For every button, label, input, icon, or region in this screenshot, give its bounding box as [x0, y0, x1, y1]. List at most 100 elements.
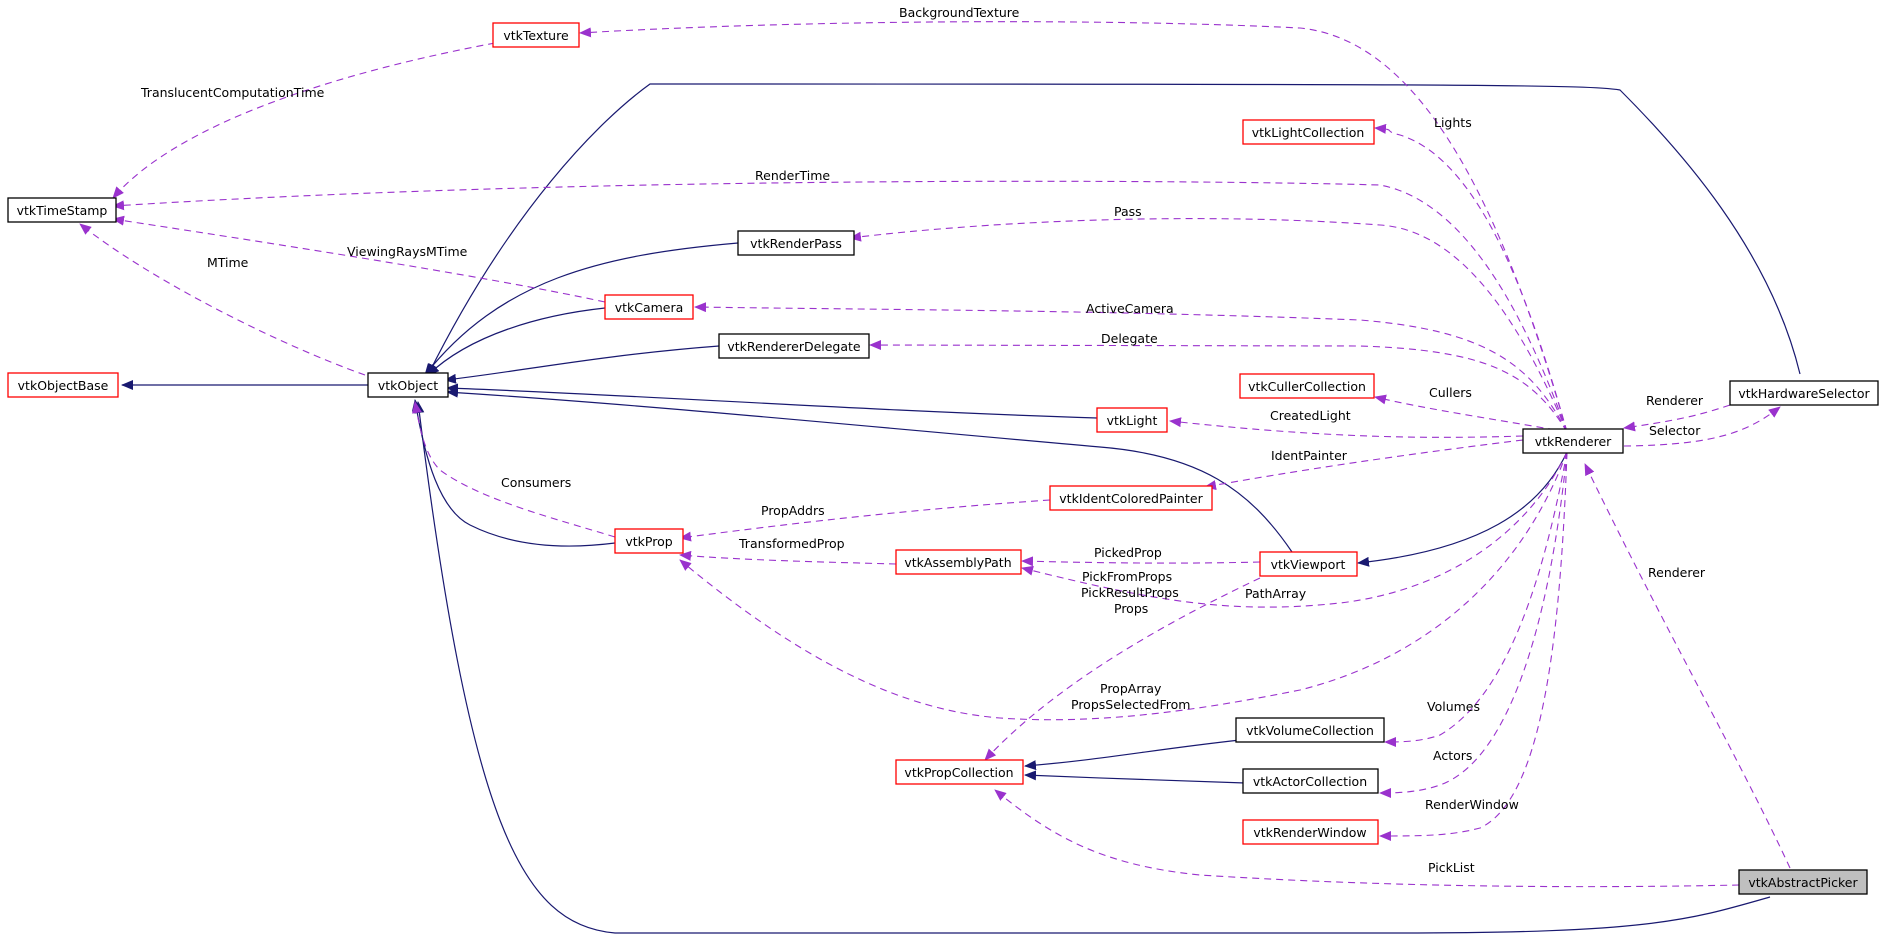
node-vtk-viewport[interactable]: vtkViewport	[1259, 551, 1358, 577]
edge-actors	[1379, 451, 1568, 798]
edge-pass	[849, 218, 1568, 433]
edge-renderer-to-viewport	[1357, 451, 1568, 567]
svg-text:vtkAbstractPicker: vtkAbstractPicker	[1748, 875, 1858, 890]
edge-pick-list	[994, 789, 1740, 888]
label-pick-from-props: PickFromProps	[1082, 569, 1172, 584]
label-mtime: MTime	[207, 255, 249, 270]
label-renderer-hw: Renderer	[1646, 393, 1704, 408]
label-viewing-rays-mtime: ViewingRaysMTime	[347, 244, 468, 259]
edge-hardwareselector-to-object	[427, 83, 1801, 376]
node-vtk-renderer[interactable]: vtkRenderer	[1522, 428, 1624, 454]
node-vtk-light[interactable]: vtkLight	[1096, 407, 1168, 433]
svg-text:vtkLightCollection: vtkLightCollection	[1252, 125, 1365, 140]
edge-translucent-computation-time	[112, 42, 496, 199]
node-vtk-render-window[interactable]: vtkRenderWindow	[1242, 819, 1379, 845]
edge-renderpass-to-object	[424, 242, 739, 376]
edge-prop-addrs	[679, 499, 1051, 542]
node-vtk-time-stamp[interactable]: vtkTimeStamp	[7, 197, 117, 223]
node-vtk-assembly-path[interactable]: vtkAssemblyPath	[895, 549, 1022, 575]
node-vtk-abstract-picker[interactable]: vtkAbstractPicker	[1738, 869, 1868, 895]
edge-volumecollection-to-propcollection	[1024, 739, 1241, 771]
label-pick-list: PickList	[1428, 860, 1475, 875]
node-vtk-object[interactable]: vtkObject	[367, 372, 449, 398]
svg-text:vtkObject: vtkObject	[378, 378, 438, 393]
label-consumers: Consumers	[501, 475, 571, 490]
edge-lights	[1374, 123, 1568, 433]
label-background-texture: BackgroundTexture	[899, 5, 1020, 20]
label-pick-result-props: PickResultProps	[1081, 585, 1179, 600]
label-lights: Lights	[1434, 115, 1472, 130]
label-volumes: Volumes	[1427, 699, 1480, 714]
svg-text:vtkTexture: vtkTexture	[503, 28, 569, 43]
label-selector: Selector	[1649, 423, 1701, 438]
edge-created-light	[1169, 417, 1524, 438]
edge-selector	[1623, 406, 1781, 447]
node-vtk-object-base[interactable]: vtkObjectBase	[7, 372, 119, 398]
label-cullers: Cullers	[1429, 385, 1472, 400]
edge-render-time	[112, 180, 1568, 433]
label-created-light: CreatedLight	[1270, 408, 1351, 423]
svg-text:vtkAssemblyPath: vtkAssemblyPath	[904, 555, 1011, 570]
edge-render-window	[1379, 451, 1568, 841]
label-props-selected-from: PropsSelectedFrom	[1071, 697, 1190, 712]
node-vtk-camera[interactable]: vtkCamera	[604, 294, 694, 320]
edge-mtime	[79, 223, 366, 376]
label-render-window: RenderWindow	[1425, 797, 1519, 812]
label-renderer-picker: Renderer	[1648, 565, 1706, 580]
label-delegate: Delegate	[1101, 331, 1158, 346]
edge-renderer-picker	[1584, 463, 1791, 869]
edge-viewport-to-object	[446, 387, 1293, 553]
svg-text:vtkIdentColoredPainter: vtkIdentColoredPainter	[1059, 491, 1203, 506]
edge-pick-from-props	[984, 577, 1261, 761]
node-vtk-culler-collection[interactable]: vtkCullerCollection	[1239, 373, 1375, 399]
node-vtk-light-collection[interactable]: vtkLightCollection	[1242, 119, 1375, 145]
edge-prop-array	[679, 451, 1568, 721]
node-vtk-volume-collection[interactable]: vtkVolumeCollection	[1235, 717, 1385, 743]
label-transformed-prop: TransformedProp	[738, 536, 845, 551]
inheritance-edges	[121, 83, 1801, 934]
edge-prop-to-object	[411, 399, 616, 547]
label-translucent-computation-time: TranslucentComputationTime	[140, 85, 325, 100]
label-active-camera: ActiveCamera	[1086, 301, 1174, 316]
svg-text:vtkPropCollection: vtkPropCollection	[904, 765, 1013, 780]
node-vtk-renderer-delegate[interactable]: vtkRendererDelegate	[718, 333, 870, 359]
edge-volumes	[1384, 451, 1568, 747]
node-vtk-texture[interactable]: vtkTexture	[492, 22, 580, 48]
edge-actorcollection-to-propcollection	[1024, 770, 1246, 784]
edge-transformed-prop	[679, 550, 897, 565]
svg-text:vtkVolumeCollection: vtkVolumeCollection	[1246, 723, 1374, 738]
svg-text:vtkRenderWindow: vtkRenderWindow	[1253, 825, 1366, 840]
node-vtk-ident-colored-painter[interactable]: vtkIdentColoredPainter	[1049, 485, 1213, 511]
edge-background-texture	[579, 21, 1568, 433]
label-path-array: PathArray	[1245, 586, 1307, 601]
usage-edges	[79, 21, 1791, 888]
edge-consumers	[412, 401, 616, 538]
label-prop-array: PropArray	[1100, 681, 1162, 696]
svg-text:vtkHardwareSelector: vtkHardwareSelector	[1738, 386, 1870, 401]
nodes: vtkTexture vtkTimeStamp vtkObjectBase vt…	[7, 22, 1879, 895]
svg-text:vtkCullerCollection: vtkCullerCollection	[1248, 379, 1366, 394]
edge-ident-painter	[1204, 439, 1524, 490]
node-vtk-prop-collection[interactable]: vtkPropCollection	[895, 759, 1024, 785]
node-vtk-render-pass[interactable]: vtkRenderPass	[737, 230, 855, 256]
node-vtk-actor-collection[interactable]: vtkActorCollection	[1242, 768, 1379, 794]
svg-text:vtkCamera: vtkCamera	[615, 300, 684, 315]
svg-text:vtkViewport: vtkViewport	[1271, 557, 1346, 572]
label-render-time: RenderTime	[755, 168, 830, 183]
svg-text:vtkProp: vtkProp	[625, 534, 672, 549]
label-actors: Actors	[1433, 748, 1472, 763]
label-prop-addrs: PropAddrs	[761, 503, 825, 518]
label-ident-painter: IdentPainter	[1271, 448, 1348, 463]
svg-text:vtkRenderer: vtkRenderer	[1535, 434, 1612, 449]
node-vtk-prop[interactable]: vtkProp	[614, 528, 684, 554]
edge-viewing-rays-mtime	[112, 215, 606, 303]
svg-text:vtkActorCollection: vtkActorCollection	[1253, 774, 1367, 789]
edge-labels: BackgroundTexture TranslucentComputation…	[140, 5, 1706, 875]
edge-path-array	[1021, 451, 1568, 608]
edge-cullers	[1374, 394, 1568, 433]
svg-text:vtkRendererDelegate: vtkRendererDelegate	[727, 339, 861, 354]
edge-active-camera	[694, 302, 1568, 433]
node-vtk-hardware-selector[interactable]: vtkHardwareSelector	[1729, 380, 1879, 406]
label-props: Props	[1114, 601, 1148, 616]
